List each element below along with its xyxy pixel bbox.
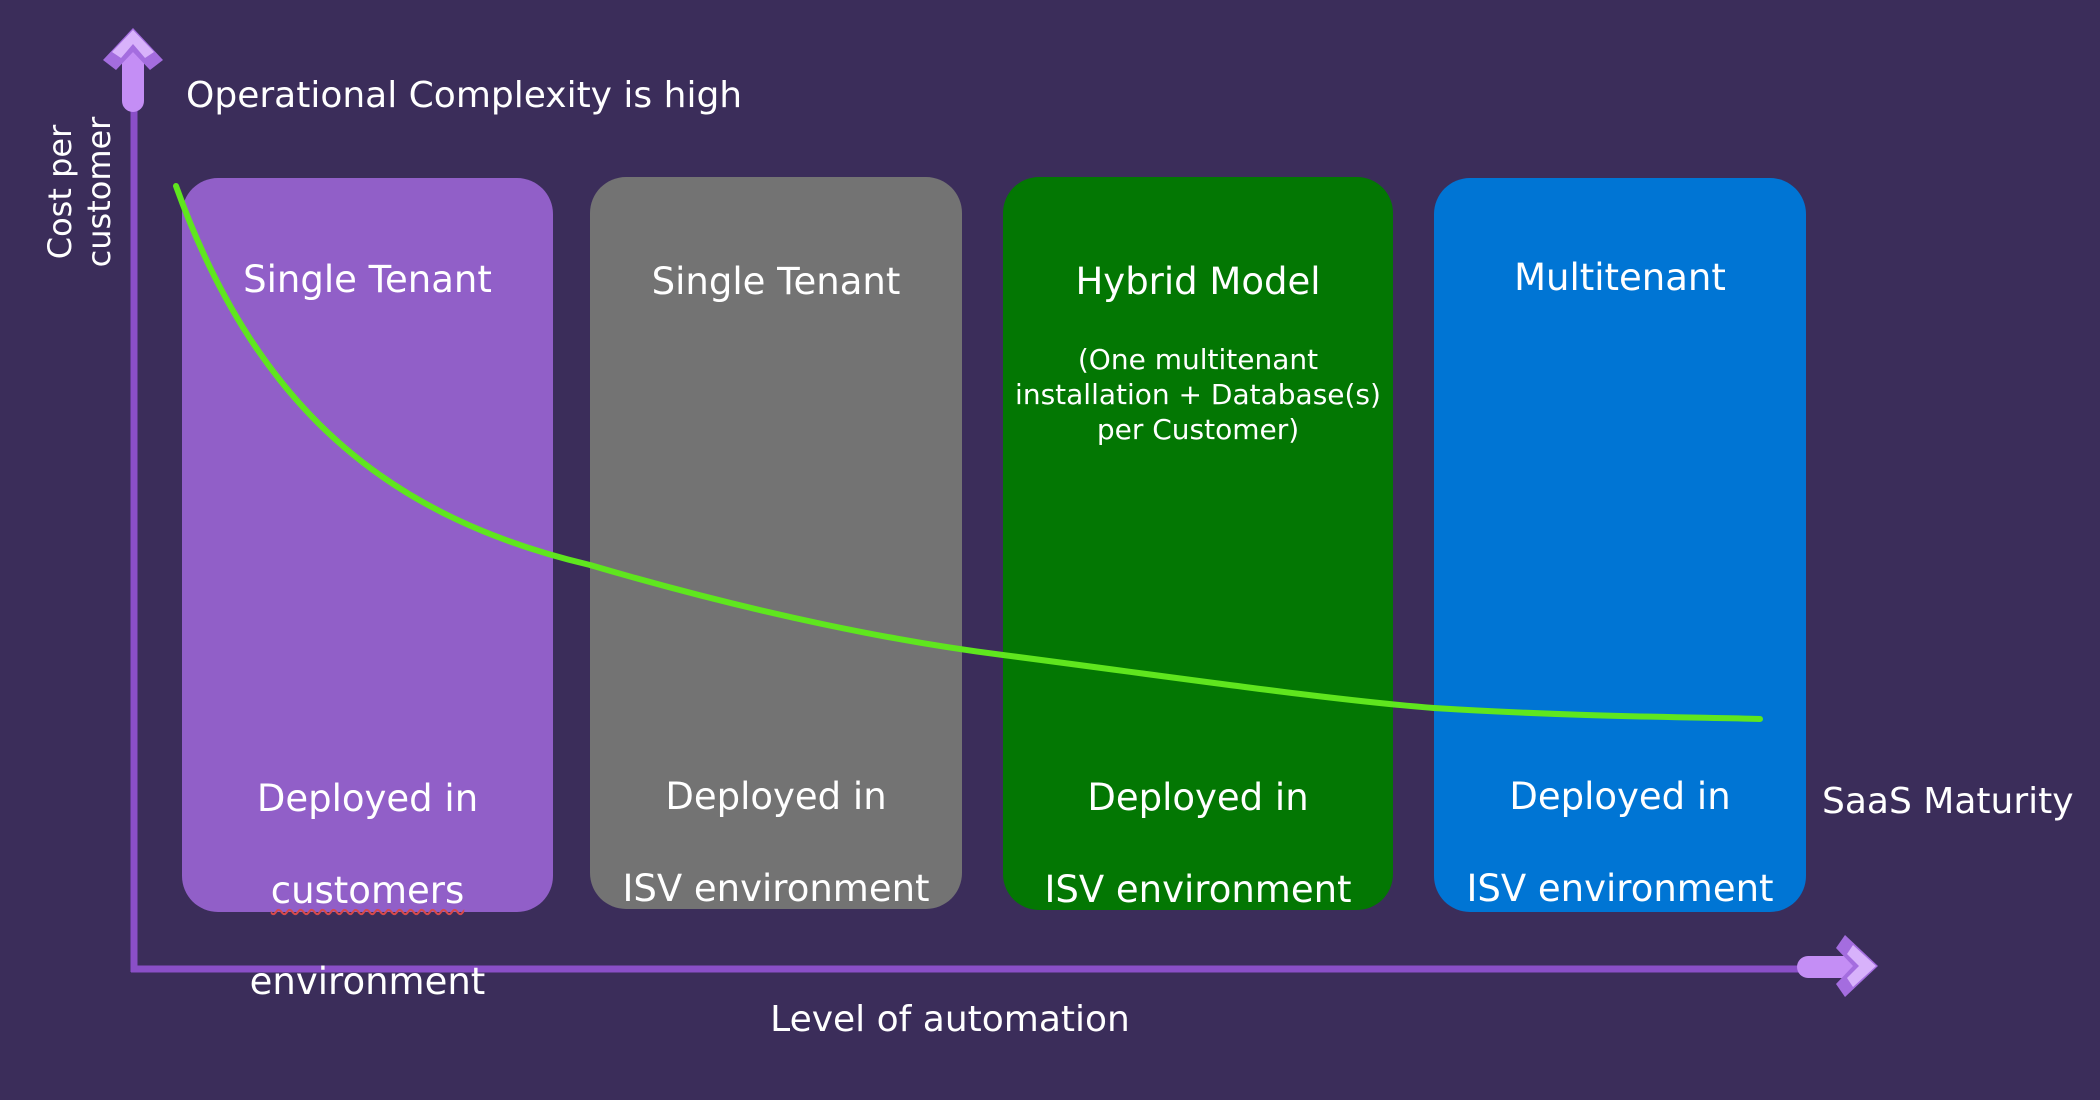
card-title: Single Tenant xyxy=(651,260,901,303)
y-axis-label: Cost per customer xyxy=(41,116,119,268)
card-single-tenant-customer: Single Tenant Deployed in customers envi… xyxy=(182,178,553,1003)
x-axis-label: Level of automation xyxy=(770,999,1130,1040)
card-footer: Deployed in customers environment xyxy=(182,730,553,1051)
card-footer: Deployed in ISV environment xyxy=(590,728,962,957)
card-footer-line: customers xyxy=(182,868,553,914)
card-footer: Deployed in ISV environment xyxy=(1003,729,1393,958)
card-footer-line: ISV environment xyxy=(622,866,930,910)
card-multitenant: Multitenant Deployed in ISV environment xyxy=(1434,178,1806,912)
card-title: Hybrid Model xyxy=(1075,260,1321,303)
card-footer: Deployed in ISV environment xyxy=(1434,728,1806,957)
card-subtitle: (One multitenant installation + Database… xyxy=(1015,343,1381,446)
card-footer-line: ISV environment xyxy=(1466,866,1774,910)
right-arrow-icon xyxy=(1797,935,1878,997)
card-hybrid-model: Hybrid Model (One multitenant installati… xyxy=(1003,177,1393,911)
card-footer-line: Deployed in xyxy=(1087,775,1309,819)
card-title: Single Tenant xyxy=(243,258,492,301)
card-footer-line: Deployed in xyxy=(256,776,479,820)
card-single-tenant-isv: Single Tenant Deployed in ISV environmen… xyxy=(590,177,962,910)
y-axis-top-caption: Operational Complexity is high xyxy=(186,75,743,116)
card-footer-line: ISV environment xyxy=(1044,867,1352,911)
card-footer-line: Deployed in xyxy=(1509,774,1731,818)
spellcheck-underlined-word: customers xyxy=(270,868,465,912)
card-title: Multitenant xyxy=(1514,256,1726,299)
card-footer-line: Deployed in xyxy=(665,774,887,818)
card-footer-line: environment xyxy=(249,960,486,1004)
up-arrow-icon xyxy=(103,28,163,112)
x-axis-end-caption: SaaS Maturity xyxy=(1822,781,2074,822)
